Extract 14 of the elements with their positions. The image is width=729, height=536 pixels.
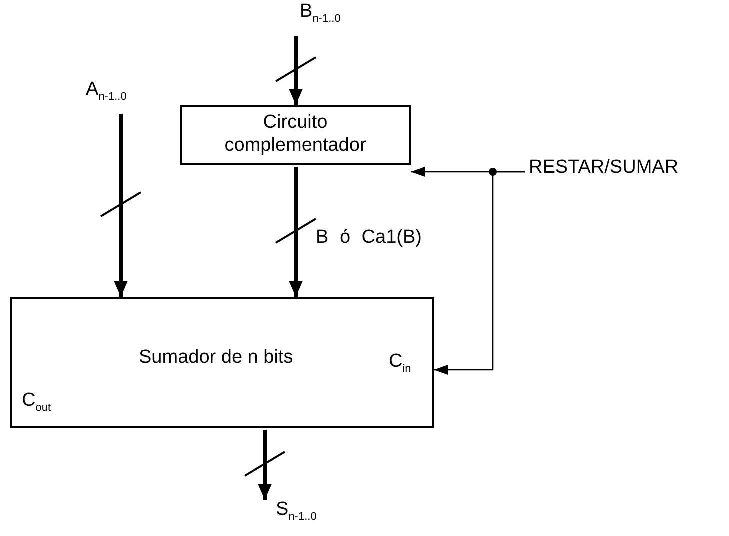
- bus-arrow: [114, 114, 128, 297]
- signal-label: RESTAR/SUMAR: [529, 158, 679, 179]
- bus-arrow: [258, 430, 272, 500]
- signal-arrow: [434, 171, 525, 375]
- port-label: C$_{out}$: [22, 391, 52, 414]
- signal-label: S$_{n-1..0}$: [276, 500, 317, 523]
- bus-arrow: [289, 36, 303, 105]
- block-box: [10, 297, 434, 428]
- port-label: C$_{in}$: [389, 352, 412, 375]
- block-title: Sumador de n bits: [139, 348, 294, 369]
- bus-arrow: [289, 167, 303, 297]
- signal-label: A$_{n-1..0}$: [86, 80, 127, 103]
- signal-label: B$_{n-1..0}$: [300, 2, 341, 25]
- block-box: Circuito complementador: [180, 105, 411, 165]
